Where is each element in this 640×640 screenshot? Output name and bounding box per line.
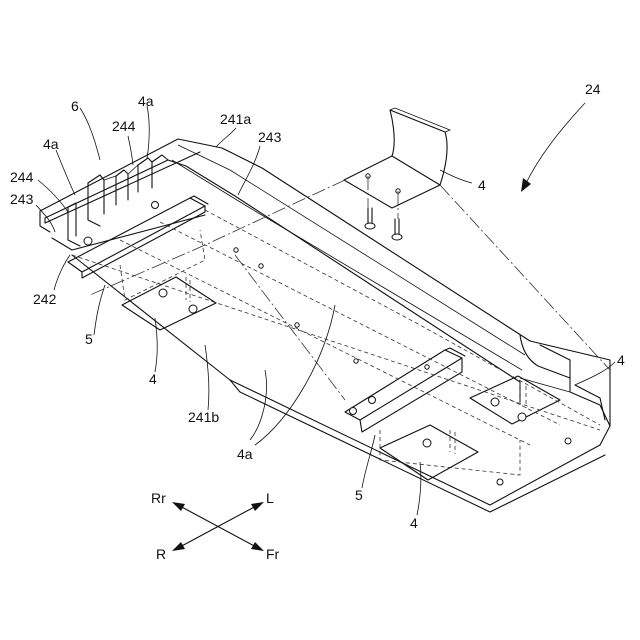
label-4a-bottom: 4a <box>237 446 253 462</box>
label-242: 242 <box>33 291 57 307</box>
label-4a-top: 4a <box>138 93 154 109</box>
label-4-left-bottom: 4 <box>149 371 157 387</box>
label-4-right: 4 <box>617 352 625 368</box>
label-241b: 241b <box>188 409 219 425</box>
label-244-left: 244 <box>10 169 34 185</box>
arrow-left-icon <box>251 502 264 511</box>
bracket-right <box>470 376 560 424</box>
label-244-top: 244 <box>112 118 136 134</box>
direction-right: R <box>156 546 166 562</box>
tray-body <box>40 139 610 512</box>
arrow-rear-icon <box>172 502 185 511</box>
bracket-left-bottom <box>122 277 216 330</box>
label-4-top-right: 4 <box>478 177 486 193</box>
direction-rear: Rr <box>151 490 166 506</box>
bolt-right <box>392 219 402 240</box>
label-5-right: 5 <box>355 487 363 503</box>
reinforcement-right <box>345 348 520 475</box>
label-241a: 241a <box>220 111 251 127</box>
label-4-right-bottom: 4 <box>410 515 418 531</box>
label-5-left: 5 <box>85 331 93 347</box>
reference-labels: 24 241a 243 4 4 6 244 4a 4a 244 243 242 … <box>10 81 625 531</box>
bracket-top-right <box>344 108 450 240</box>
label-243-top: 243 <box>258 129 282 145</box>
label-6: 6 <box>71 98 79 114</box>
orientation-indicator: Rr L R Fr <box>151 490 280 562</box>
direction-left: L <box>266 490 274 506</box>
bolt-left <box>365 208 375 229</box>
label-4a-left: 4a <box>43 136 59 152</box>
arrow-front-icon <box>251 542 264 551</box>
hidden-lines <box>72 180 610 485</box>
arrow-right-icon <box>172 542 185 551</box>
bracket-right-bottom <box>380 425 478 480</box>
direction-front: Fr <box>266 546 280 562</box>
leader-lines <box>36 103 615 515</box>
label-24: 24 <box>585 81 601 97</box>
label-243-left: 243 <box>10 191 34 207</box>
